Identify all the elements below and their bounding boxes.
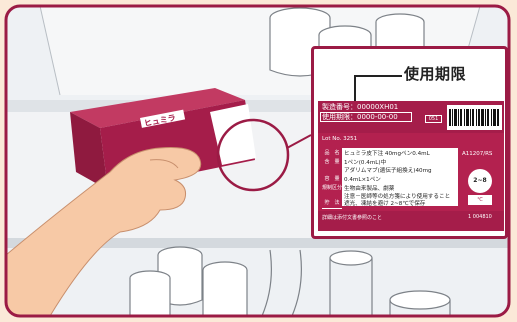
info-row: 注意－医師等の処方箋により使用すること [322, 191, 458, 202]
label-callout: 使用期限 製造番号：00000XH01 使用期限：0000-00-00 051 [311, 46, 508, 239]
expiry-box [320, 112, 412, 122]
temperature-badge: 2~8 [468, 169, 492, 193]
mfg-number: 製造番号：00000XH01 [322, 103, 399, 111]
lot-number: Lot No. 3251 [322, 136, 358, 142]
pointer-line [354, 75, 402, 77]
temperature-unit: ℃ [468, 195, 492, 205]
label-bottom-band: 詳細は添付文書参照のこと 1 004810 [318, 211, 504, 231]
callout-title: 使用期限 [404, 65, 467, 83]
info-row: アダリムマブ(遺伝子組換え)40mg [322, 165, 458, 176]
label-info-band: Lot No. 3251 A11207/RS 品 名 ヒュミラ皮下注 40mgペ… [318, 133, 504, 211]
bottom-code: 1 004810 [468, 214, 492, 220]
barcode [447, 105, 502, 130]
info-row: 貯 法 遮光、凍結を避け 2~8℃で保存 [322, 198, 458, 209]
info-table: 品 名 ヒュミラ皮下注 40mgペン0.4mL 含 量 1ペン(0.4mL)中 … [322, 148, 458, 209]
hand-illustration [6, 147, 202, 316]
bottom-note: 詳細は添付文書参照のこと [322, 215, 383, 221]
label-top-band: 製造番号：00000XH01 使用期限：0000-00-00 051 [318, 101, 504, 133]
pointer-tick [354, 75, 356, 103]
expiry-code: 051 [425, 115, 442, 123]
product-code: A11207/RS [462, 151, 493, 157]
expiry-date: 使用期限：0000-00-00 [322, 113, 398, 121]
